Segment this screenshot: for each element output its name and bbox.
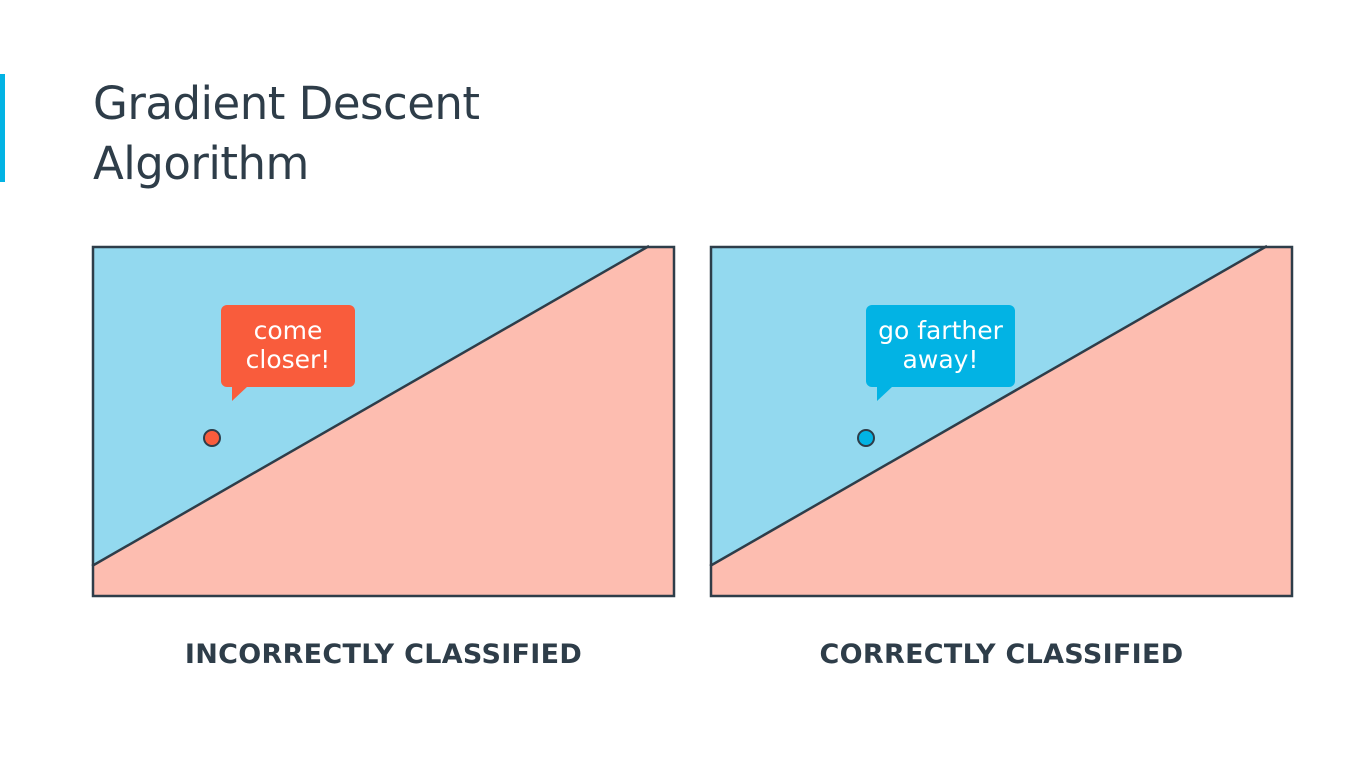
title-line-2: Algorithm bbox=[93, 137, 309, 190]
accent-bar bbox=[0, 74, 5, 182]
correctly-classified-panel: go farther away! bbox=[709, 244, 1294, 598]
panel-border bbox=[709, 245, 1294, 598]
classification-plot-right bbox=[709, 244, 1294, 598]
incorrectly-classified-panel: come closer! bbox=[91, 244, 676, 598]
title-line-1: Gradient Descent bbox=[93, 77, 480, 130]
classification-plot-left bbox=[91, 244, 676, 598]
boundary-line bbox=[709, 244, 1268, 568]
page-title: Gradient Descent Algorithm bbox=[93, 74, 480, 194]
bubble-text-line-2: away! bbox=[902, 345, 979, 374]
caption-correctly-classified: CORRECTLY CLASSIFIED bbox=[819, 639, 1184, 670]
panel-border bbox=[91, 245, 676, 598]
bubble-text-line-1: go farther bbox=[878, 316, 1003, 345]
speech-bubble: go farther away! bbox=[866, 305, 1015, 401]
speech-bubble: come closer! bbox=[221, 305, 355, 401]
bubble-text-line-1: come bbox=[253, 316, 323, 345]
boundary-line bbox=[91, 244, 650, 568]
red-point bbox=[203, 429, 221, 447]
bubble-text-line-2: closer! bbox=[245, 345, 331, 374]
blue-point bbox=[857, 429, 875, 447]
caption-incorrectly-classified: INCORRECTLY CLASSIFIED bbox=[184, 639, 583, 670]
